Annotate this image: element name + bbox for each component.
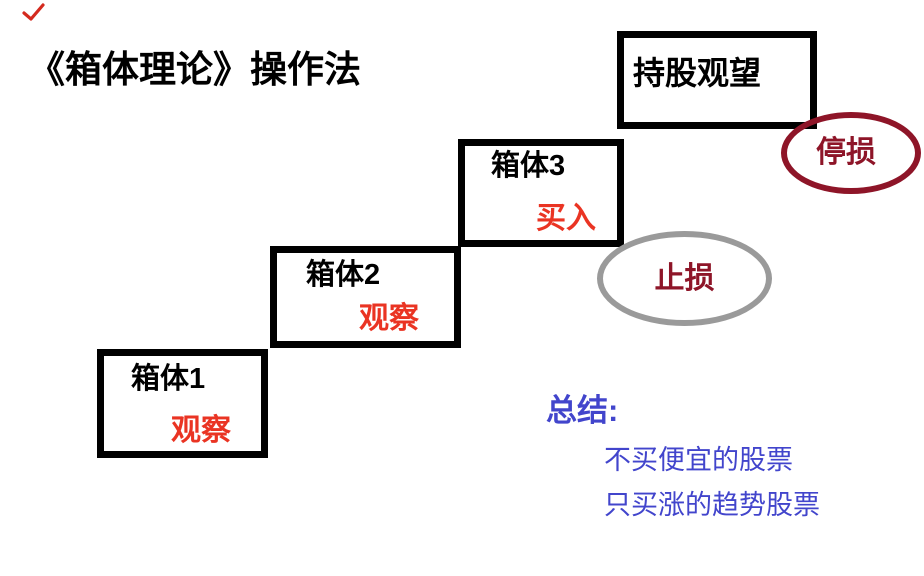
tingsun-stoploss-ellipse: 停损 (781, 112, 921, 194)
box-hold-and-watch-label: 持股观望 (633, 55, 762, 91)
box-2-action-label: 观察 (359, 302, 419, 335)
red-pen-tick-icon (22, 3, 45, 21)
box-3: 箱体3 买入 (458, 139, 624, 247)
summary-line-1: 不买便宜的股票 (604, 445, 793, 475)
slide-title: 《箱体理论》操作法 (28, 49, 361, 90)
box-hold-and-watch: 持股观望 (617, 31, 817, 129)
box-1: 箱体1 观察 (97, 349, 268, 458)
summary-heading: 总结: (546, 393, 619, 428)
box-3-action-label: 买入 (536, 202, 596, 235)
summary-line-2: 只买涨的趋势股票 (604, 490, 820, 520)
tingsun-stoploss-label: 停损 (816, 136, 876, 169)
box-1-action-label: 观察 (171, 414, 231, 447)
box-1-label: 箱体1 (131, 363, 206, 395)
box-3-label: 箱体3 (491, 150, 566, 182)
box-2-label: 箱体2 (306, 259, 381, 291)
zhisun-stoploss-label: 止损 (654, 261, 715, 295)
zhisun-stoploss-ellipse: 止损 (597, 231, 772, 326)
box-2: 箱体2 观察 (270, 246, 461, 348)
